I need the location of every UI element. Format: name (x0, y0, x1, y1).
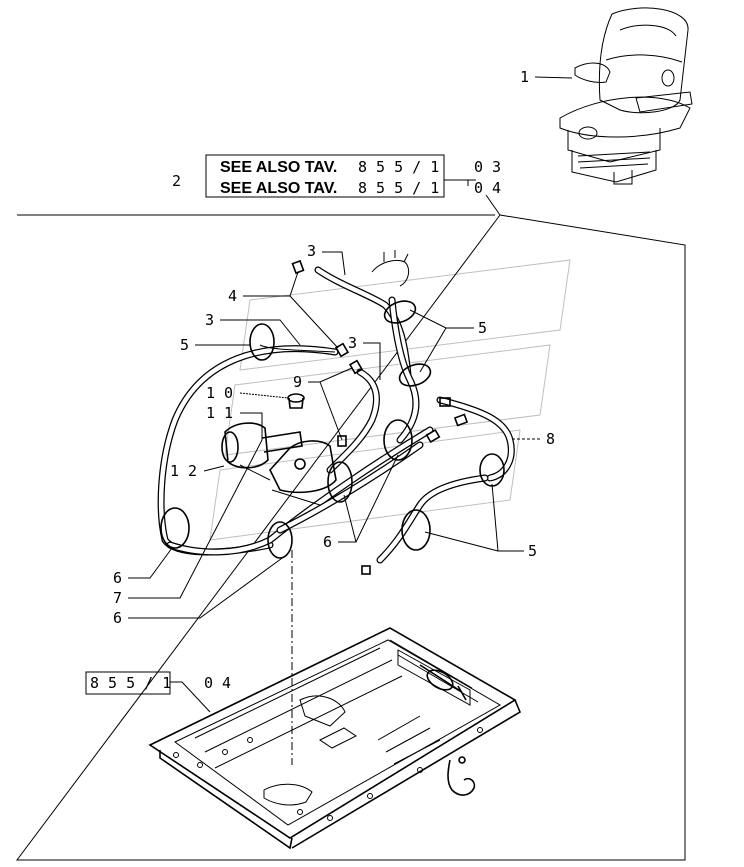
see-also-2-suffix: 0 4 (474, 179, 501, 197)
callout-11: 1 1 (206, 404, 233, 422)
main-frame (16, 214, 686, 861)
leader-6-left (128, 547, 173, 579)
callout-9: 9 (293, 373, 302, 391)
callout-2: 2 (172, 172, 181, 190)
see-also-1-suffix: 0 3 (474, 158, 501, 176)
callout-3-left: 3 (205, 311, 214, 329)
leader-5-top-right (409, 309, 474, 373)
leader-6-bottom (128, 555, 286, 619)
callout-6-mid: 6 (323, 533, 332, 551)
see-also-box (205, 154, 445, 198)
leader-12 (203, 465, 225, 472)
leader-4 (243, 271, 339, 349)
callout-3-top: 3 (307, 242, 316, 260)
callout-5-bottom-right: 5 (528, 542, 537, 560)
callout-6-left: 6 (113, 569, 122, 587)
callout-7: 7 (113, 589, 122, 607)
seat-thumbnail (559, 7, 693, 185)
callout-1: 1 (520, 68, 529, 86)
callout-3-mid: 3 (348, 334, 357, 352)
callout-6-bottom: 6 (113, 609, 122, 627)
see-also-1-prefix: SEE ALSO TAV. (220, 159, 337, 176)
leader-3-mid (363, 342, 381, 380)
frame-ref-box (85, 671, 171, 695)
leader-10 (239, 392, 289, 399)
callout-5-left: 5 (180, 336, 189, 354)
callout-4: 4 (228, 287, 237, 305)
leader-7 (128, 439, 263, 599)
leader-1 (534, 76, 573, 79)
leader-5-bottom-right (424, 483, 524, 552)
see-also-2-prefix: SEE ALSO TAV. (220, 180, 337, 197)
frame-ref-leader (170, 681, 211, 713)
leader-9 (308, 367, 353, 441)
seat-base-frame (148, 627, 522, 850)
leader-3-left (220, 319, 301, 346)
leader-3-top (322, 251, 346, 276)
see-also-2-code: 8 5 5 / 1 (358, 179, 439, 197)
callout-10: 1 0 (206, 384, 233, 402)
callout-5-top-right: 5 (478, 319, 487, 337)
frame-ref-code: 8 5 5 / 1 (90, 674, 171, 692)
callout-8: 8 (546, 430, 555, 448)
see-also-leader (444, 179, 501, 216)
frame-ref-suffix: 0 4 (204, 674, 231, 692)
see-also-1-code: 8 5 5 / 1 (358, 158, 439, 176)
leader-11 (240, 412, 263, 440)
wiring-harness (157, 250, 515, 575)
callout-12: 1 2 (170, 462, 197, 480)
leader-6-mid (338, 454, 399, 543)
